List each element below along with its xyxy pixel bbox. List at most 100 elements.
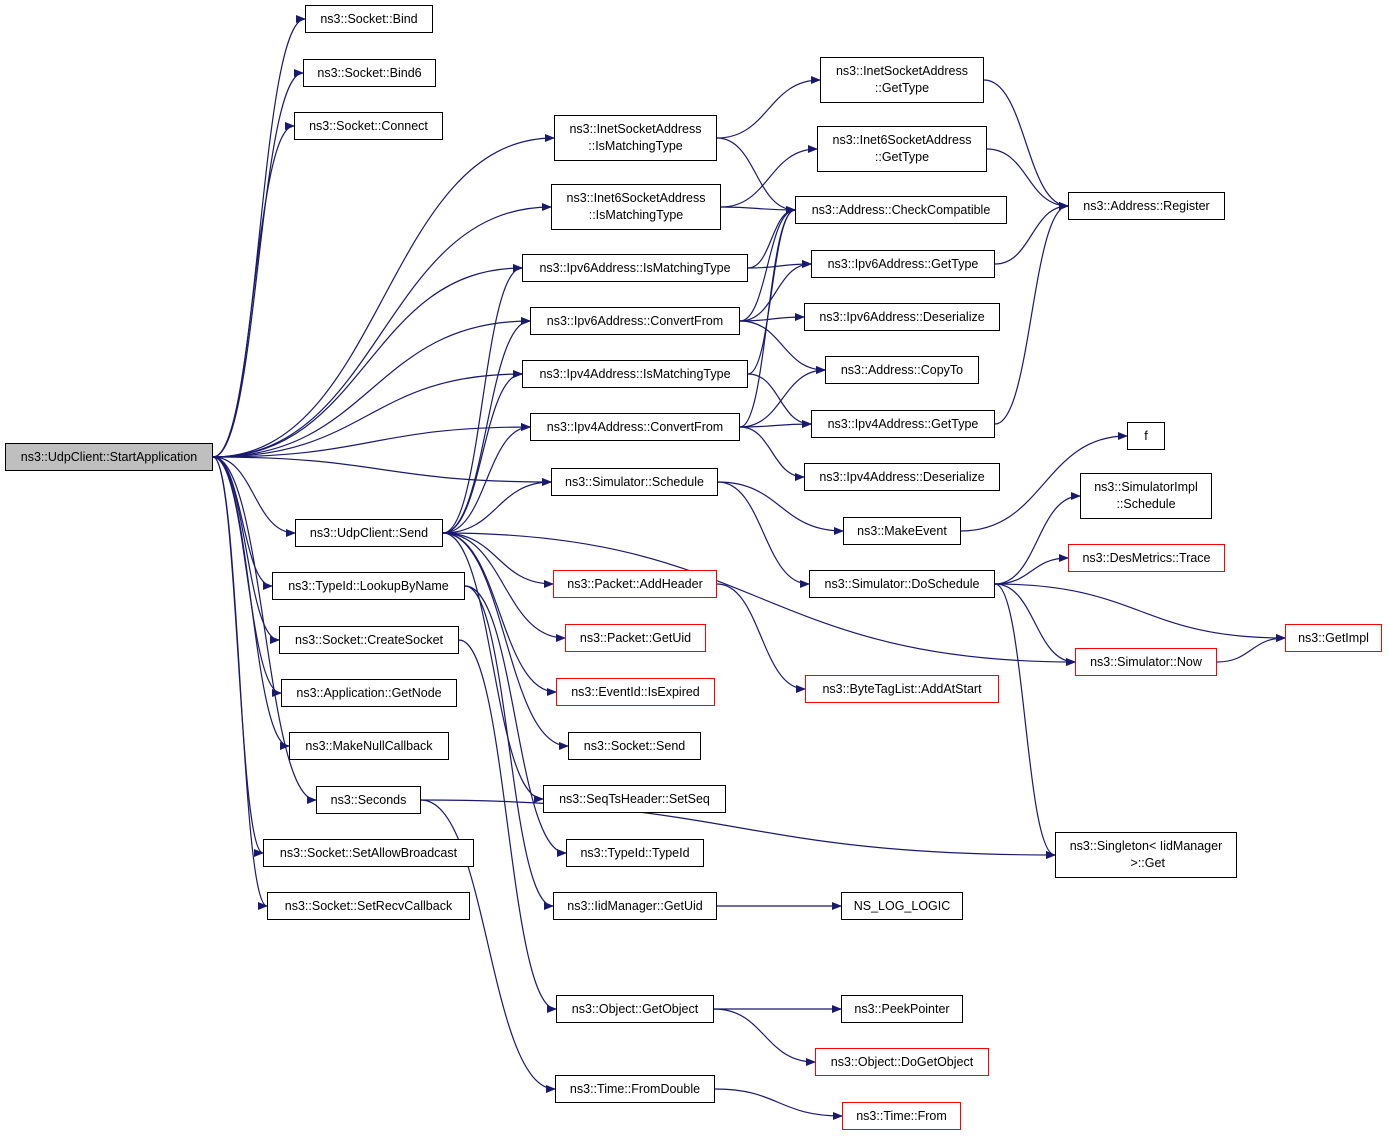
edge-start-to-recvcb (212, 456, 268, 910)
edge-doschedule-to-singleton (994, 583, 1056, 859)
edge-start-to-ipv4conv (212, 423, 531, 458)
node-doschedule[interactable]: ns3::Simulator::DoSchedule (809, 570, 995, 598)
edge-send-to-ipv6conv (442, 317, 531, 534)
edge-ipv4conv-to-ipv4deser (739, 426, 805, 481)
node-ipv6conv[interactable]: ns3::Ipv6Address::ConvertFrom (530, 307, 740, 335)
node-ipv4gettype[interactable]: ns3::Ipv4Address::GetType (811, 410, 995, 438)
node-seconds[interactable]: ns3::Seconds (316, 786, 421, 814)
edge-seconds-to-fromdouble (420, 799, 556, 1093)
node-nslog[interactable]: NS_LOG_LOGIC (841, 892, 963, 920)
edge-ipv6gettype-to-register (994, 202, 1069, 265)
edge-now-to-getimpl (1216, 634, 1286, 663)
node-copyto[interactable]: ns3::Address::CopyTo (825, 356, 979, 384)
edge-start-to-bind6 (212, 69, 304, 458)
node-checkcompat[interactable]: ns3::Address::CheckCompatible (795, 196, 1007, 224)
edge-inetmatch-to-checkcompat (716, 137, 796, 214)
node-addheader[interactable]: ns3::Packet::AddHeader (553, 570, 717, 598)
node-inet6gettype[interactable]: ns3::Inet6SocketAddress ::GetType (817, 126, 987, 172)
node-inetmatch[interactable]: ns3::InetSocketAddress ::IsMatchingType (554, 115, 717, 161)
edge-start-to-nullcb (212, 456, 290, 750)
node-makeevent[interactable]: ns3::MakeEvent (843, 517, 961, 545)
edge-send-to-socksend (442, 532, 569, 750)
edge-doschedule-to-getimpl (994, 583, 1286, 642)
node-register[interactable]: ns3::Address::Register (1068, 192, 1225, 220)
node-dogetobject[interactable]: ns3::Object::DoGetObject (815, 1048, 989, 1076)
node-bind[interactable]: ns3::Socket::Bind (305, 5, 433, 33)
edge-send-to-now (442, 532, 1076, 666)
edge-send-to-schedule (442, 478, 552, 534)
edge-start-to-schedule (212, 456, 552, 486)
node-ipv4match[interactable]: ns3::Ipv4Address::IsMatchingType (522, 360, 748, 388)
node-inetgettype[interactable]: ns3::InetSocketAddress ::GetType (820, 57, 984, 103)
edge-lookup-to-iidgetuid (464, 585, 554, 910)
node-simimplsched[interactable]: ns3::SimulatorImpl ::Schedule (1080, 473, 1212, 519)
node-socksend[interactable]: ns3::Socket::Send (568, 732, 701, 760)
edge-start-to-ipv6conv (212, 317, 531, 458)
node-peekptr[interactable]: ns3::PeekPointer (841, 995, 963, 1023)
node-ipv6gettype[interactable]: ns3::Ipv6Address::GetType (811, 250, 995, 278)
node-send[interactable]: ns3::UdpClient::Send (295, 519, 443, 547)
node-ipv4deser[interactable]: ns3::Ipv4Address::Deserialize (804, 463, 1000, 491)
edge-send-to-ipv4conv (442, 423, 531, 534)
node-getobject[interactable]: ns3::Object::GetObject (556, 995, 714, 1023)
edge-doschedule-to-simimplsched (994, 492, 1081, 585)
node-recvcb[interactable]: ns3::Socket::SetRecvCallback (267, 892, 470, 920)
edge-start-to-inet6match (212, 203, 552, 458)
edge-lookup-to-typeid (464, 585, 567, 857)
node-f[interactable]: f (1127, 422, 1165, 450)
node-ipv4conv[interactable]: ns3::Ipv4Address::ConvertFrom (530, 413, 740, 441)
edge-send-to-ipv4match (442, 370, 523, 534)
edge-ipv6conv-to-checkcompat (739, 206, 796, 322)
node-getimpl[interactable]: ns3::GetImpl (1285, 624, 1382, 652)
node-nullcb[interactable]: ns3::MakeNullCallback (289, 732, 449, 760)
node-lookup[interactable]: ns3::TypeId::LookupByName (272, 572, 465, 600)
node-connect[interactable]: ns3::Socket::Connect (294, 112, 443, 140)
edge-send-to-getuidpkt (442, 532, 566, 642)
edge-send-to-isexpired (442, 532, 557, 696)
edge-schedule-to-makeevent (717, 481, 844, 535)
edge-send-to-ipv6match (442, 264, 523, 534)
edge-inet6match-to-inet6gettype (720, 145, 818, 208)
node-singleton[interactable]: ns3::Singleton< IidManager >::Get (1055, 832, 1237, 878)
node-addatstart[interactable]: ns3::ByteTagList::AddAtStart (805, 675, 999, 703)
edge-start-to-seconds (212, 456, 317, 804)
edge-inetgettype-to-register (983, 79, 1069, 210)
edge-ipv6conv-to-ipv6deser (739, 313, 805, 322)
node-desmetrics[interactable]: ns3::DesMetrics::Trace (1068, 544, 1225, 572)
edge-ipv6match-to-checkcompat (747, 206, 796, 269)
edge-addheader-to-addatstart (716, 583, 806, 693)
node-bind6[interactable]: ns3::Socket::Bind6 (303, 59, 436, 87)
node-allowbc[interactable]: ns3::Socket::SetAllowBroadcast (263, 839, 474, 867)
node-schedule[interactable]: ns3::Simulator::Schedule (551, 468, 718, 496)
edge-fromdouble-to-timefrom (714, 1088, 843, 1120)
node-setseq[interactable]: ns3::SeqTsHeader::SetSeq (543, 785, 726, 813)
node-getnode[interactable]: ns3::Application::GetNode (281, 679, 457, 707)
node-ipv6match[interactable]: ns3::Ipv6Address::IsMatchingType (522, 254, 748, 282)
edge-inet6gettype-to-register (986, 148, 1069, 210)
edge-ipv4conv-to-copyto (739, 366, 826, 428)
node-inet6match[interactable]: ns3::Inet6SocketAddress ::IsMatchingType (551, 184, 721, 230)
node-timefrom[interactable]: ns3::Time::From (842, 1102, 961, 1130)
node-now[interactable]: ns3::Simulator::Now (1075, 648, 1217, 676)
edge-send-to-setseq (442, 532, 544, 803)
node-start: ns3::UdpClient::StartApplication (5, 443, 213, 471)
node-isexpired[interactable]: ns3::EventId::IsExpired (556, 678, 715, 706)
node-iidgetuid[interactable]: ns3::IidManager::GetUid (553, 892, 717, 920)
edge-start-to-inetmatch (212, 134, 555, 458)
node-typeid[interactable]: ns3::TypeId::TypeId (566, 839, 704, 867)
node-getuidpkt[interactable]: ns3::Packet::GetUid (565, 624, 706, 652)
edge-start-to-bind (212, 15, 306, 458)
edge-createsock-to-getobject (458, 639, 557, 1013)
edge-getobject-to-dogetobject (713, 1008, 816, 1066)
edge-inetmatch-to-inetgettype (716, 76, 821, 139)
edge-makeevent-to-f (960, 432, 1128, 532)
edge-ipv4match-to-ipv4gettype (747, 373, 812, 428)
node-ipv6deser[interactable]: ns3::Ipv6Address::Deserialize (804, 303, 1000, 331)
node-createsock[interactable]: ns3::Socket::CreateSocket (279, 626, 459, 654)
edge-ipv6conv-to-copyto (739, 320, 826, 374)
edge-inet6match-to-checkcompat (720, 205, 796, 214)
node-fromdouble[interactable]: ns3::Time::FromDouble (555, 1075, 715, 1103)
edge-send-to-addheader (442, 532, 554, 588)
